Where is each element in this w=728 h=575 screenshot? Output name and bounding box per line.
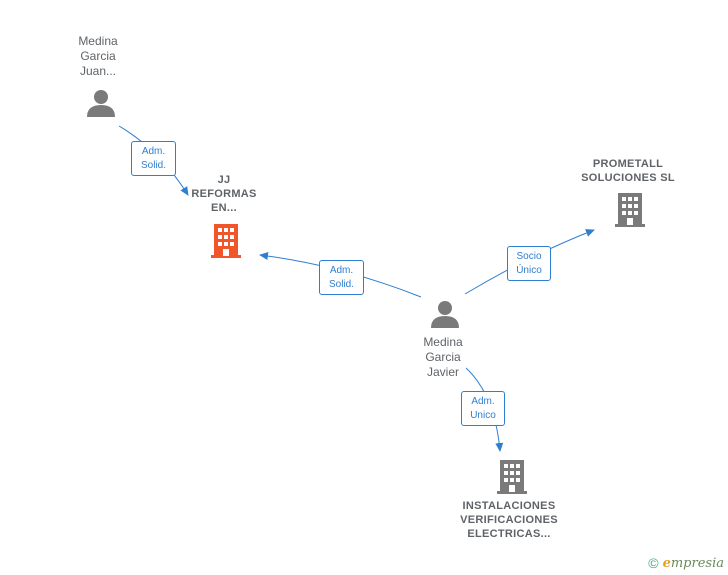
relation-line: Adm. (471, 396, 495, 407)
label-line: Medina (423, 335, 463, 349)
relation-label-javier-prometall[interactable]: Socio Único (507, 246, 551, 281)
label-line: Medina (78, 34, 118, 48)
brand-footer: © empresia (648, 555, 724, 571)
copyright-icon: © (648, 555, 659, 571)
relation-label-juan-jj[interactable]: Adm. Solid. (131, 141, 176, 176)
label-line: VERIFICACIONES (460, 514, 558, 526)
relation-line: Solid. (328, 279, 354, 290)
label-line: INSTALACIONES (462, 500, 556, 512)
building-icon[interactable] (211, 224, 241, 258)
brand-initial: e (662, 555, 671, 571)
label-line: Garcia (80, 49, 116, 63)
relation-label-javier-jj[interactable]: Adm. Solid. (319, 260, 364, 295)
node-label-person-juan[interactable]: Medina Garcia Juan... (68, 34, 128, 79)
building-icon[interactable] (615, 193, 645, 227)
brand-rest: mpresia (670, 555, 724, 571)
node-label-person-javier[interactable]: Medina Garcia Javier (413, 335, 473, 380)
label-line: Garcia (425, 350, 461, 364)
relation-line: Solid. (140, 160, 166, 171)
label-line: Juan... (79, 64, 117, 78)
node-label-company-instalaciones[interactable]: INSTALACIONES VERIFICACIONES ELECTRICAS.… (450, 499, 568, 541)
empresia-logo[interactable]: empresia (663, 556, 724, 571)
relation-line: Unico (470, 410, 496, 421)
label-line: SOLUCIONES SL (581, 172, 675, 184)
label-line: PROMETALL (592, 158, 664, 170)
person-icon[interactable] (87, 90, 115, 117)
node-label-company-prometall[interactable]: PROMETALL SOLUCIONES SL (570, 157, 686, 185)
label-line: ELECTRICAS... (467, 528, 551, 540)
relation-line: Adm. (329, 265, 354, 276)
node-label-company-jj[interactable]: JJ REFORMAS EN... (184, 173, 264, 215)
relation-label-javier-instalaciones[interactable]: Adm. Unico (461, 391, 505, 426)
relation-line: Adm. (141, 146, 166, 157)
label-line: EN... (211, 202, 237, 214)
person-icon[interactable] (431, 301, 459, 328)
label-line: Javier (426, 365, 459, 379)
label-line: REFORMAS (191, 188, 257, 200)
relation-line: Socio (516, 251, 542, 262)
relation-line: Único (516, 265, 542, 276)
label-line: JJ (217, 174, 231, 186)
building-icon[interactable] (497, 460, 527, 494)
